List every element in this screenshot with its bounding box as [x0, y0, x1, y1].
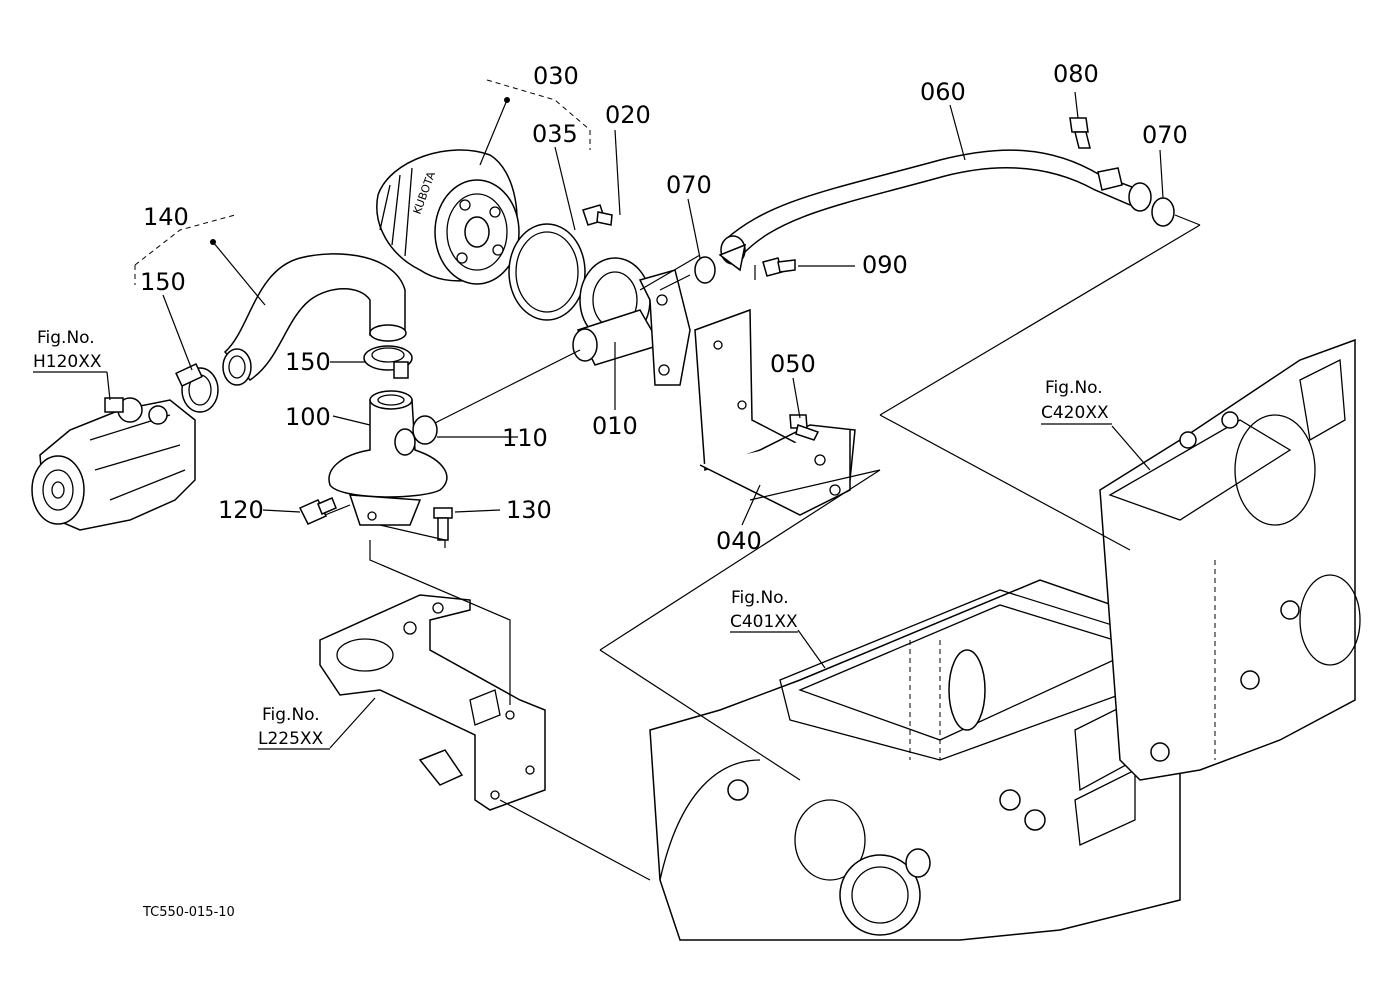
- label-part-040[interactable]: 040: [716, 527, 762, 555]
- figure-ref-h120[interactable]: Fig.No. H120XX: [33, 328, 107, 373]
- label-part-150-center[interactable]: 150: [285, 348, 331, 376]
- label-part-035[interactable]: 035: [532, 120, 578, 148]
- leader-lines: [106, 91, 1164, 749]
- figure-ref-c401-code: C401XX: [730, 612, 798, 632]
- figure-ref-h120-code: H120XX: [33, 352, 102, 372]
- label-part-060[interactable]: 060: [920, 78, 966, 106]
- hose-clamp-center-drawing: [363, 345, 413, 379]
- bolt-080-drawing: [1069, 117, 1091, 149]
- label-part-050[interactable]: 050: [770, 350, 816, 378]
- figure-ref-l225-code: L225XX: [258, 729, 324, 749]
- bolt-120-drawing: [298, 497, 337, 525]
- label-part-120[interactable]: 120: [218, 496, 264, 524]
- o-ring-110-drawing: [412, 415, 438, 445]
- delivery-pipe-drawing: [718, 149, 1152, 272]
- figure-ref-c420[interactable]: Fig.No. C420XX: [1041, 378, 1112, 425]
- drawing-code: TC550-015-10: [142, 905, 235, 920]
- label-part-150-left[interactable]: 150: [140, 268, 186, 296]
- transmission-case-drawing: [649, 579, 1181, 941]
- part-labels: 030 035 020 070 060 080 070 090 140 150 …: [140, 60, 1188, 555]
- label-part-100[interactable]: 100: [285, 403, 331, 431]
- hydraulic-pump-drawing: [31, 397, 196, 531]
- figure-ref-h120-title: Fig.No.: [37, 328, 95, 348]
- figure-ref-c401-title: Fig.No.: [731, 588, 789, 608]
- hose-drawing: [222, 253, 407, 386]
- label-part-030[interactable]: 030: [533, 62, 579, 90]
- o-ring-070-center-drawing: [694, 256, 716, 284]
- filter-head-drawing: [572, 257, 691, 386]
- figure-ref-l225-title: Fig.No.: [262, 705, 320, 725]
- mounting-plate-drawing: [319, 594, 546, 811]
- o-ring-070-right-drawing: [1151, 197, 1175, 227]
- label-part-110[interactable]: 110: [502, 424, 548, 452]
- figure-ref-l225[interactable]: Fig.No. L225XX: [258, 705, 330, 750]
- figure-ref-c420-title: Fig.No.: [1045, 378, 1103, 398]
- bracket-drawing: [694, 308, 856, 516]
- bolt-130-drawing: [433, 507, 453, 541]
- label-part-010[interactable]: 010: [592, 412, 638, 440]
- figure-ref-c401[interactable]: Fig.No. C401XX: [730, 588, 798, 633]
- group-bracket-140: [134, 214, 266, 306]
- figure-ref-c420-code: C420XX: [1041, 403, 1109, 423]
- label-part-090[interactable]: 090: [862, 251, 908, 279]
- suction-pipe-drawing: [328, 390, 448, 526]
- label-part-070-center[interactable]: 070: [666, 171, 712, 199]
- hose-clamp-left-drawing: [175, 363, 219, 413]
- label-part-140[interactable]: 140: [143, 203, 189, 231]
- bolt-050-drawing: [789, 414, 820, 441]
- gasket-drawing: [508, 223, 586, 321]
- assembly-lines: [324, 214, 1201, 881]
- label-part-070-right[interactable]: 070: [1142, 121, 1188, 149]
- bolt-090-drawing: [762, 257, 796, 277]
- oil-filter-drawing: KUBOTA: [376, 149, 520, 285]
- label-part-020[interactable]: 020: [605, 101, 651, 129]
- bolt-020-drawing: [582, 204, 613, 226]
- engine-block-drawing: [1099, 338, 1361, 781]
- label-part-080[interactable]: 080: [1053, 60, 1099, 88]
- label-part-130[interactable]: 130: [506, 496, 552, 524]
- group-bracket-030: [479, 79, 591, 166]
